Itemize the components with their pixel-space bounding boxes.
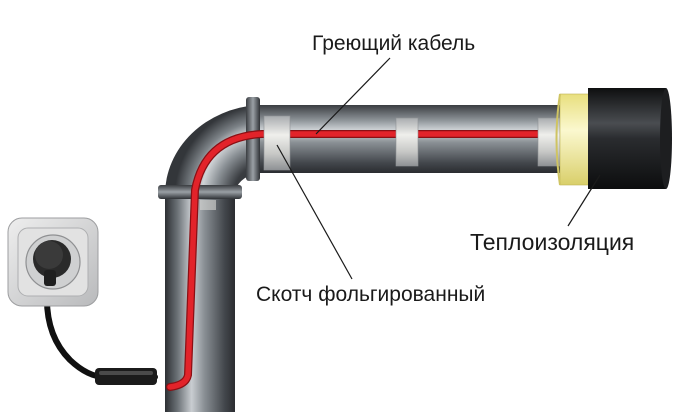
leader-lines	[276, 57, 601, 280]
foil-tape-bands	[200, 115, 561, 210]
leader-heating-cable	[315, 57, 391, 135]
pipe-flange-vertical	[158, 185, 242, 199]
vertical-pipe	[165, 192, 235, 412]
label-foil-tape: Скотч фольгированный	[256, 283, 486, 306]
insulation-sleeve	[555, 88, 672, 189]
heating-cable	[166, 130, 564, 391]
label-insulation: Теплоизоляция	[470, 229, 635, 255]
power-lead	[43, 279, 158, 385]
leader-foil-tape	[276, 144, 353, 280]
leader-insulation	[567, 174, 601, 227]
plug-icon	[33, 240, 71, 286]
label-heating-cable: Греющий кабель	[312, 32, 476, 55]
pipe-flange-horizontal	[246, 97, 260, 181]
